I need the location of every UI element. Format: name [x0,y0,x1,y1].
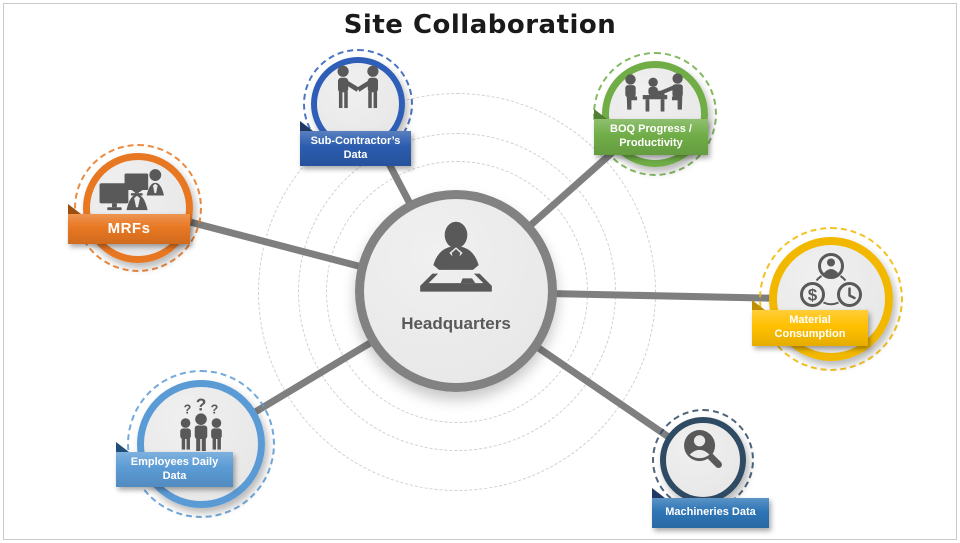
handshake-icon [337,65,379,109]
boq-label: BOQ Progress / Productivity [610,123,692,149]
material-dashed-ring [759,227,903,371]
meeting-at-table-icon [625,73,683,112]
mrfs-banner: MRFs [68,204,190,244]
headquarters-label: Headquarters [401,314,511,333]
node-mrfs: MRFs [68,144,202,272]
diagram-title: Site Collaboration [343,10,617,40]
employees-label: Employees Daily Data [130,455,219,482]
person-money-time-cycle-icon: $ [800,253,862,307]
svg-text:?: ? [211,402,219,416]
ribbon-fold [752,300,765,310]
ribbon-fold [116,442,129,452]
people-with-questions-icon: ? ? ? [180,396,222,452]
sub-contractors-label: Sub-Contractor’s Data [310,134,401,161]
employees-dashed-ring [127,370,275,518]
ribbon-fold [68,204,81,214]
material-label: Material Consumption [774,314,846,340]
machineries-label: Machineries Data [665,506,756,519]
sub-contractors-banner: Sub-Contractor’s Data [300,121,411,166]
machineries-banner: Machineries Data [652,488,769,528]
people-at-computers-icon [99,169,164,211]
node-boq-progress: BOQ Progress / Productivity [593,52,717,176]
node-sub-contractors-data: Sub-Contractor’s Data [300,49,413,166]
mrfs-label: MRFs [107,219,151,237]
node-machineries-data: Machineries Data [652,409,769,528]
employees-banner: Employees Daily Data [116,442,233,487]
svg-text:?: ? [184,402,192,416]
ribbon-fold [594,109,607,119]
node-employees-daily-data: ? ? ? Employees Daily Data [116,370,275,518]
svg-text:$: $ [808,286,818,305]
material-banner: Material Consumption [752,300,868,346]
node-material-consumption: $ Material Consumption [752,227,903,371]
person-search-icon [684,430,722,468]
ribbon-fold [300,121,313,131]
ribbon-fold [652,488,665,498]
manager-at-desk-icon [420,221,492,292]
boq-banner: BOQ Progress / Productivity [594,109,708,155]
mrfs-dashed-ring [74,144,202,272]
svg-text:?: ? [196,396,207,414]
headquarters-node: Headquarters [355,190,557,392]
